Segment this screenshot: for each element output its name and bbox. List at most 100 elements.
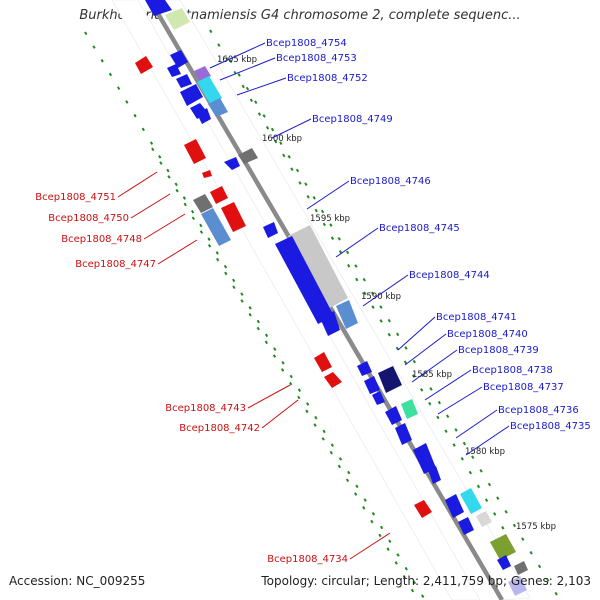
gene-block-steelblue[interactable] (201, 208, 231, 246)
gene-label[interactable]: Bcep1808_4736 (498, 405, 579, 416)
gene-block-steelblue[interactable] (208, 98, 228, 117)
gene-label[interactable]: Bcep1808_4747 (75, 259, 156, 270)
reverse-gene-labels: Bcep1808_4751Bcep1808_4750Bcep1808_4748B… (35, 171, 391, 565)
gene-label[interactable]: Bcep1808_4751 (35, 192, 116, 203)
gene-label[interactable]: Bcep1808_4742 (179, 423, 260, 434)
gene-arrow[interactable] (385, 406, 402, 425)
label-leader-line (117, 171, 158, 198)
gene-label[interactable]: Bcep1808_4752 (287, 73, 368, 84)
kbp-tick-label: 1595 kbp (310, 214, 350, 224)
gene-label[interactable]: Bcep1808_4743 (165, 403, 246, 414)
label-leader-line (209, 42, 266, 69)
label-leader-line (219, 57, 276, 81)
gene-label[interactable]: Bcep1808_4744 (409, 270, 490, 281)
gene-arrow-large[interactable] (275, 236, 334, 324)
gene-block-cyan[interactable] (460, 488, 482, 514)
gene-label[interactable]: Bcep1808_4753 (276, 53, 357, 64)
gene-label[interactable]: Bcep1808_4738 (472, 365, 553, 376)
gene-arrow[interactable] (135, 56, 153, 74)
gene-arrow[interactable] (320, 311, 340, 336)
label-leader-line (247, 384, 291, 409)
label-leader-line (362, 274, 409, 307)
kbp-tick-label: 1590 kbp (361, 292, 401, 302)
label-leader-line (411, 349, 458, 383)
gene-block-lightgrey-large[interactable] (288, 225, 348, 309)
gene-label[interactable]: Bcep1808_4749 (312, 114, 393, 125)
gene-arrow[interactable] (324, 372, 342, 388)
label-leader-line (236, 77, 287, 96)
gene-block-lightgreen[interactable] (165, 8, 190, 30)
reverse-strand-genes (135, 56, 432, 518)
gene-block-steelblue[interactable] (336, 300, 358, 329)
label-leader-line (465, 425, 510, 456)
gene-label[interactable]: Bcep1808_4746 (350, 176, 431, 187)
gene-block-grey[interactable] (238, 148, 258, 164)
gene-arrow[interactable] (364, 376, 380, 394)
ruler-dotted-lines (84, 29, 561, 600)
label-leader-line (349, 532, 391, 560)
gene-arrow[interactable] (170, 50, 188, 68)
gene-block-grey[interactable] (514, 561, 528, 575)
gene-arrow[interactable] (176, 74, 192, 88)
label-leader-line (437, 386, 483, 415)
label-leader-line (306, 180, 350, 210)
kbp-ticks: 1605 kbp 1600 kbp 1595 kbp 1590 kbp 1585… (217, 55, 556, 532)
gene-arrow[interactable] (314, 352, 332, 372)
gene-block-lightgrey[interactable] (476, 511, 492, 527)
gene-label[interactable]: Bcep1808_4745 (379, 223, 460, 234)
ruler-dots-inner-right (209, 29, 511, 541)
label-leader-line (157, 239, 198, 265)
gene-arrow[interactable] (184, 139, 206, 164)
kbp-tick-label: 1580 kbp (465, 447, 505, 457)
gene-block-blue-top[interactable] (145, 0, 172, 16)
gene-arrow[interactable] (372, 391, 385, 405)
gene-arrow[interactable] (395, 423, 412, 445)
label-leader-line (404, 333, 447, 366)
label-leader-line (271, 118, 312, 139)
gene-label[interactable]: Bcep1808_4735 (510, 421, 591, 432)
gene-label[interactable]: Bcep1808_4741 (436, 312, 517, 323)
gene-arrow[interactable] (180, 84, 203, 106)
gene-arrow[interactable] (167, 64, 181, 77)
kbp-tick-label: 1600 kbp (262, 134, 302, 144)
gene-block-mint[interactable] (401, 399, 418, 419)
gene-arrow[interactable] (202, 170, 212, 178)
gene-label[interactable]: Bcep1808_4734 (267, 554, 348, 565)
kbp-tick-label: 1585 kbp (412, 370, 452, 380)
gene-block-lavender[interactable] (508, 576, 527, 596)
kbp-tick-label: 1605 kbp (217, 55, 257, 65)
gene-arrow[interactable] (414, 500, 432, 518)
gene-arrow[interactable] (224, 157, 240, 170)
gene-arrow[interactable] (357, 361, 372, 376)
gene-label[interactable]: Bcep1808_4739 (458, 345, 539, 356)
gene-label[interactable]: Bcep1808_4737 (483, 382, 564, 393)
gene-arrow[interactable] (428, 466, 441, 484)
label-leader-line (455, 409, 498, 439)
gene-arrow[interactable] (413, 443, 436, 474)
gene-block-olive[interactable] (490, 534, 516, 560)
kbp-tick-label: 1575 kbp (516, 522, 556, 532)
gene-arrow[interactable] (263, 222, 278, 238)
gene-arrow[interactable] (497, 555, 511, 570)
gene-label[interactable]: Bcep1808_4740 (447, 329, 528, 340)
gene-label[interactable]: Bcep1808_4748 (61, 234, 142, 245)
gene-arrow[interactable] (210, 186, 228, 204)
gene-arrow[interactable] (458, 517, 474, 535)
gene-block-grey[interactable] (193, 194, 213, 213)
gene-label[interactable]: Bcep1808_4750 (48, 213, 129, 224)
gene-arrow[interactable] (197, 108, 211, 124)
label-leader-line (143, 213, 186, 240)
gene-block-navy[interactable] (378, 366, 402, 393)
gene-arrow[interactable] (445, 494, 464, 518)
forward-gene-labels: Bcep1808_4754Bcep1808_4753Bcep1808_4752B… (209, 38, 591, 456)
label-leader-line (130, 193, 171, 219)
forward-strand-genes (145, 0, 528, 596)
gene-block-cyan[interactable] (197, 76, 222, 104)
label-leader-line (335, 227, 379, 258)
reverse-track-lane (111, 0, 481, 600)
gene-arrow[interactable] (221, 202, 246, 232)
gene-label[interactable]: Bcep1808_4754 (266, 38, 347, 49)
topology-text: Topology: circular; Length: 2,411,759 bp… (261, 574, 591, 588)
